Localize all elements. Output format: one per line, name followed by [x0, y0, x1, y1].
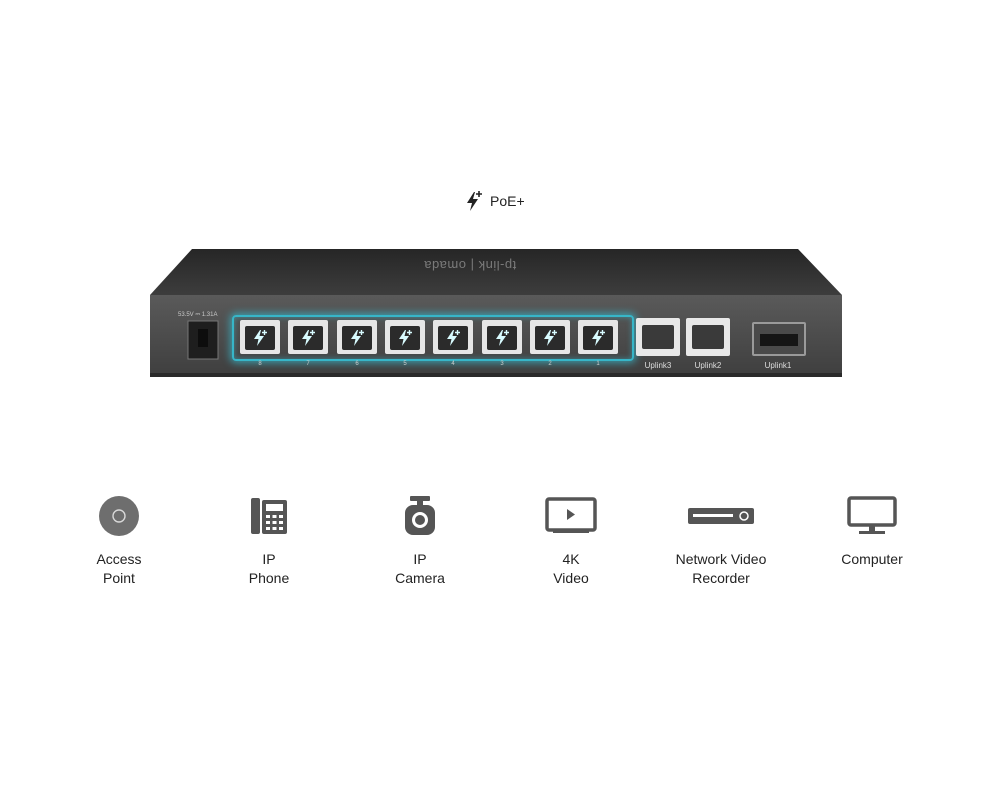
- poe-port-number: 2: [548, 361, 552, 367]
- device-ip-phone: IP Phone: [199, 494, 339, 588]
- computer-icon: [847, 496, 897, 534]
- uplink-port-2: [686, 318, 730, 356]
- uplink-label-2: Uplink2: [694, 361, 722, 370]
- poe-plus-icon: [544, 330, 557, 346]
- poe-plus-icon: [467, 191, 482, 211]
- ip-phone-icon: [251, 498, 287, 534]
- poe-port-number: 4: [451, 361, 455, 367]
- poe-port: [433, 320, 473, 354]
- poe-plus-icon: [254, 330, 267, 346]
- poe-port: [240, 320, 280, 354]
- poe-plus-icon: [302, 330, 315, 346]
- poe-port: [578, 320, 618, 354]
- device-label-line2: Phone: [248, 570, 290, 586]
- device-label-line1: Access: [96, 551, 142, 567]
- poe-port: [337, 320, 377, 354]
- device-label-line2: Point: [103, 570, 135, 586]
- poe-plus-icon: [592, 330, 605, 346]
- poe-port-number: 1: [596, 361, 600, 367]
- poe-port-number: 8: [258, 361, 262, 367]
- device-computer: Computer: [802, 494, 942, 569]
- poe-port-group-highlight: [232, 315, 634, 361]
- device-label-line1: Network Video: [675, 551, 767, 567]
- device-label-line1: 4K: [562, 551, 580, 567]
- poe-port-number: 7: [306, 361, 310, 367]
- uplink-sfp-port-1: [752, 322, 806, 356]
- poe-port: [530, 320, 570, 354]
- poe-port-number: 3: [500, 361, 504, 367]
- poe-plus-icon: [399, 330, 412, 346]
- device-label-line1: IP: [413, 551, 427, 567]
- video-icon: [545, 497, 597, 533]
- poe-port-number: 5: [403, 361, 407, 367]
- brand-logo: tp-link | omada: [423, 258, 517, 273]
- device-label-line2: Recorder: [692, 570, 750, 586]
- device-label-line2: Camera: [395, 570, 445, 586]
- poe-port: [288, 320, 328, 354]
- poe-plus-icon: [447, 330, 460, 346]
- nvr-icon: [688, 508, 754, 524]
- poe-port-number: 6: [355, 361, 359, 367]
- access-point-icon: [99, 496, 139, 536]
- uplink-label-3: Uplink3: [644, 361, 672, 370]
- uplink-port-3: [636, 318, 680, 356]
- uplink-label-1: Uplink1: [764, 361, 792, 370]
- device-label-line1: IP: [262, 551, 276, 567]
- poe-port: [482, 320, 522, 354]
- poe-plus-icon: [351, 330, 364, 346]
- device-ip-camera: IP Camera: [350, 494, 490, 588]
- device-4k-video: 4K Video: [501, 494, 641, 588]
- ip-camera-icon: [405, 496, 435, 535]
- poe-legend: PoE+: [464, 190, 525, 212]
- poe-port: [385, 320, 425, 354]
- poe-plus-icon: [496, 330, 509, 346]
- power-rating: 53.5V ⎓ 1.31A: [178, 312, 218, 318]
- device-label-line2: Video: [553, 570, 589, 586]
- device-label-line1: Computer: [841, 551, 903, 567]
- poe-legend-label: PoE+: [490, 193, 525, 209]
